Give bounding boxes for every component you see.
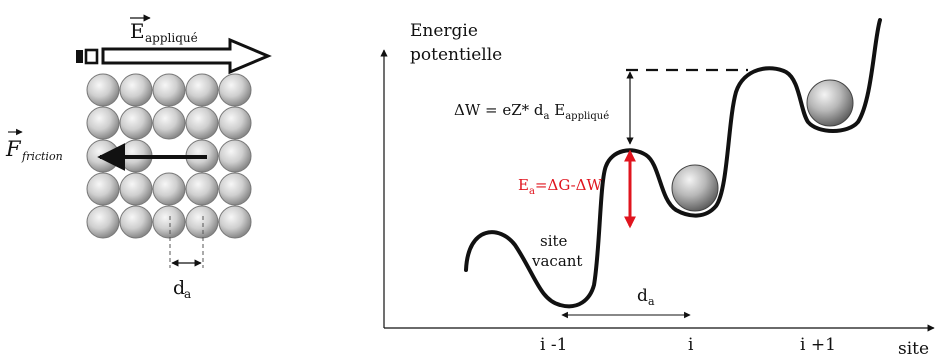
applied-field-arrow	[76, 37, 272, 75]
field-block-solid	[76, 50, 83, 63]
svg-text:ΔW = eZ* da Eappliqué: ΔW = eZ* da Eappliqué	[454, 101, 609, 122]
lattice-atom	[86, 73, 120, 107]
field-symbol: E	[130, 19, 145, 43]
lattice-atom	[218, 172, 252, 206]
lattice-atom	[185, 205, 219, 239]
lattice-atom	[119, 73, 153, 107]
spacing-symbol-right: d	[637, 286, 648, 306]
right-panel: Energie potentielle site ΔW = eZ* da Eap…	[380, 18, 935, 359]
potential-energy-curve	[464, 18, 882, 309]
lattice-atom	[119, 106, 153, 140]
diffusing-atom-well-i-plus-1	[806, 79, 854, 127]
field-subscript: appliqué	[145, 31, 198, 45]
vacancy-label-line1: site	[540, 232, 568, 250]
activation-energy-formula: Ea=ΔG-ΔW	[518, 176, 602, 197]
spacing-symbol: d	[173, 277, 185, 299]
site-label-i: i	[688, 335, 694, 355]
lattice-atom	[152, 205, 186, 239]
lattice-atom	[86, 205, 120, 239]
activation-sub: a	[529, 186, 535, 197]
lattice-atom	[185, 73, 219, 107]
y-axis-label-line1: Energie	[410, 21, 478, 41]
atom-lattice	[86, 73, 252, 239]
activation-rest: =ΔG-ΔW	[535, 176, 603, 194]
lattice-atom	[218, 139, 252, 173]
delta-w-mid: E	[550, 101, 566, 119]
vacancy-label-line2: vacant	[531, 252, 582, 270]
lattice-atom	[218, 73, 252, 107]
lattice-atom	[86, 172, 120, 206]
lattice-atom	[185, 106, 219, 140]
field-block-hollow	[84, 48, 99, 65]
delta-w-sub-a: a	[544, 111, 550, 122]
spacing-label-left-panel: d a	[173, 277, 191, 301]
lattice-atom	[152, 106, 186, 140]
left-panel: E appliqué F friction d a	[5, 14, 272, 301]
lattice-atom	[152, 172, 186, 206]
site-label-i-plus-1: i +1	[800, 335, 836, 355]
svg-text:Ea=ΔG-ΔW: Ea=ΔG-ΔW	[518, 176, 602, 197]
force-symbol: F	[5, 137, 22, 161]
lattice-atom	[119, 172, 153, 206]
spacing-subscript: a	[184, 287, 191, 301]
lattice-atom	[86, 106, 120, 140]
hollow-arrow-shape	[101, 37, 272, 75]
activation-prefix: E	[518, 176, 529, 194]
delta-w-prefix: ΔW = eZ* d	[454, 101, 544, 119]
force-subscript: friction	[21, 150, 63, 163]
delta-w-formula: ΔW = eZ* da Eappliqué	[454, 101, 609, 122]
lattice-atom	[218, 205, 252, 239]
spacing-subscript-right: a	[648, 295, 655, 308]
friction-force-label: F friction	[5, 128, 63, 163]
lattice-atom	[185, 172, 219, 206]
x-axis-label: site	[898, 339, 929, 358]
site-label-i-minus-1: i -1	[540, 335, 567, 355]
lattice-atom	[152, 73, 186, 107]
lattice-atom	[218, 106, 252, 140]
lattice-atom	[119, 205, 153, 239]
delta-w-sub-applique: appliqué	[565, 111, 609, 122]
spacing-label-right-panel: d a	[637, 286, 655, 308]
y-axis-label-line2: potentielle	[410, 45, 502, 65]
applied-field-label: E appliqué	[130, 14, 198, 45]
diffusing-atom-well-i	[671, 164, 719, 212]
